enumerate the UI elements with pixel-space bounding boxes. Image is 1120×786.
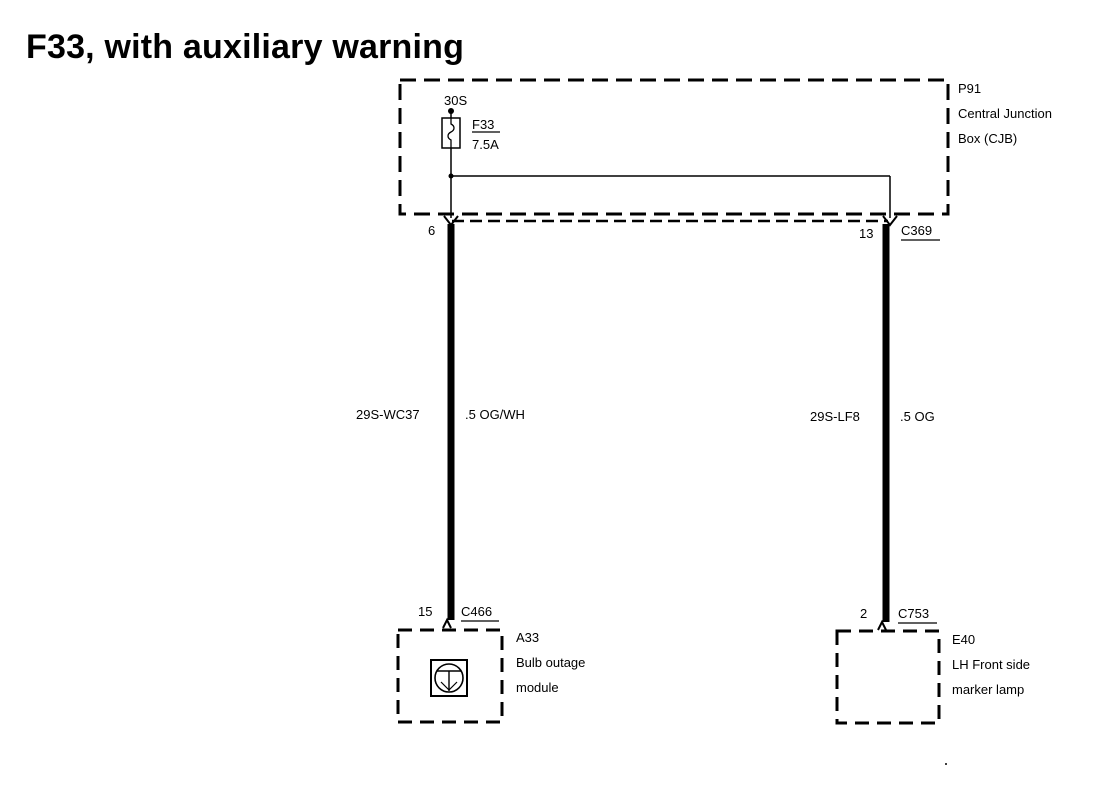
lamp-name-line2: marker lamp [952, 682, 1025, 697]
cjb-name-line2: Box (CJB) [958, 131, 1018, 146]
page-title: F33, with auxiliary warning [26, 28, 465, 66]
stray-dot [945, 763, 947, 765]
pin-13-label: 13 [859, 226, 874, 241]
connector-c466-label: C466 [461, 604, 493, 619]
fuse-rating: 7.5A [472, 137, 499, 152]
module-name-line2: module [516, 680, 559, 695]
wire-right-circuit: 29S-LF8 [810, 409, 860, 424]
electronic-module-icon [430, 659, 468, 697]
pin-2-label: 2 [860, 606, 868, 621]
connector-c753-label: C753 [898, 606, 930, 621]
connector-pin-13-symbol [882, 215, 898, 227]
connector-pin-15-symbol [442, 617, 452, 629]
fuse-id: F33 [472, 117, 495, 132]
pin-15-label: 15 [418, 604, 433, 619]
lamp-name-line1: LH Front side [952, 657, 1031, 672]
module-ref: A33 [516, 630, 540, 645]
wire-right-spec: .5 OG [900, 409, 935, 424]
cjb-ref: P91 [958, 81, 982, 96]
connector-c369-label: C369 [901, 223, 933, 238]
module-outline [396, 628, 504, 724]
lamp-ref: E40 [952, 632, 976, 647]
connector-pin-2-symbol [877, 619, 887, 631]
cjb-name-line1: Central Junction [958, 106, 1052, 121]
lamp-outline [835, 629, 941, 725]
cjb-outline [398, 78, 950, 216]
supply-label: 30S [444, 93, 468, 108]
module-name-line1: Bulb outage [516, 655, 586, 670]
wire-left-spec: .5 OG/WH [465, 407, 525, 422]
pin-6-label: 6 [428, 223, 436, 238]
wire-left-circuit: 29S-WC37 [356, 407, 420, 422]
fuse-icon [441, 117, 461, 149]
